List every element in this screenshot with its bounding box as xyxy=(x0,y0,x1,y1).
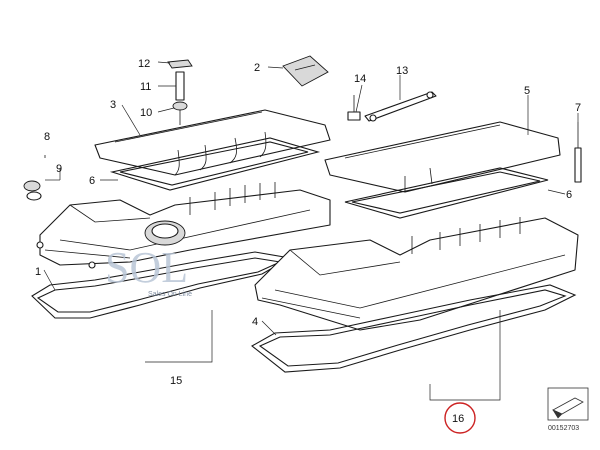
part-labels: 12 11 10 2 3 13 14 5 7 8 9 6 6 1 4 15 16 xyxy=(35,58,581,434)
left-valve-cover xyxy=(36,182,331,269)
grommet-9 xyxy=(23,180,42,201)
label-8: 8 xyxy=(44,131,50,143)
label-6-left: 6 xyxy=(89,175,95,187)
stud-7 xyxy=(574,122,582,183)
grommet-10 xyxy=(172,101,188,111)
bolt-14 xyxy=(347,95,361,121)
sol-watermark: SOL Sales On Line xyxy=(105,243,192,298)
label-14: 14 xyxy=(354,73,366,85)
bracket-13 xyxy=(364,91,437,122)
right-valve-cover xyxy=(254,217,579,331)
highlight-circle xyxy=(444,402,476,434)
label-6-right: 6 xyxy=(566,189,572,201)
left-trim-gasket xyxy=(109,137,321,191)
leader-lines xyxy=(43,61,579,401)
label-3: 3 xyxy=(110,99,116,111)
reference-code: 00152703 xyxy=(548,425,579,432)
label-15: 15 xyxy=(170,375,182,387)
label-11: 11 xyxy=(140,81,151,93)
cover-cap xyxy=(282,55,329,87)
bolt-11 xyxy=(175,71,185,101)
label-12: 12 xyxy=(138,58,150,70)
watermark-logo: SOL xyxy=(105,243,188,292)
right-trim-gasket xyxy=(344,167,549,219)
left-engine-cover-trim xyxy=(94,109,331,176)
label-7: 7 xyxy=(575,102,581,114)
bolt-assembly xyxy=(167,59,193,125)
washer-12 xyxy=(167,59,193,69)
label-16: 16 xyxy=(452,413,464,425)
right-cover-gasket xyxy=(251,284,577,373)
label-2: 2 xyxy=(254,62,260,74)
right-engine-cover-trim xyxy=(324,121,561,193)
label-4: 4 xyxy=(252,316,258,328)
reference-box: 00152703 xyxy=(547,387,589,432)
watermark-tagline: Sales On Line xyxy=(148,291,192,298)
label-5: 5 xyxy=(524,85,530,97)
label-9: 9 xyxy=(56,163,62,175)
label-10: 10 xyxy=(140,107,152,119)
label-13: 13 xyxy=(396,65,408,77)
label-1: 1 xyxy=(35,266,41,278)
